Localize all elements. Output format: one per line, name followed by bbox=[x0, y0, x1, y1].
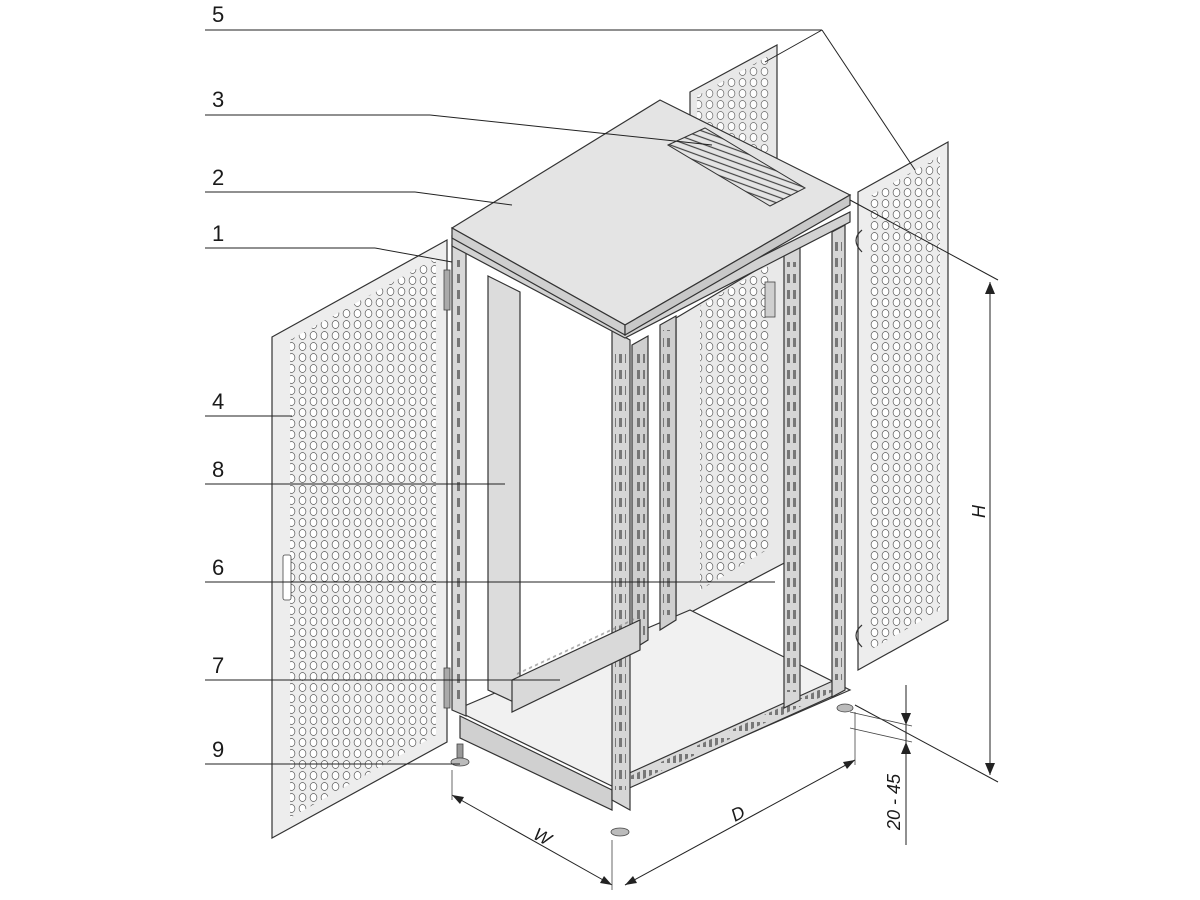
callout-3: 3 bbox=[212, 87, 224, 112]
callout-2: 2 bbox=[212, 165, 224, 190]
callout-8: 8 bbox=[212, 457, 224, 482]
side-panel bbox=[855, 140, 949, 672]
front-door bbox=[271, 238, 451, 840]
roof-plate bbox=[450, 99, 852, 337]
height-label: H bbox=[969, 504, 989, 518]
dimension-lines bbox=[451, 199, 999, 890]
callout-labels: 5 3 2 1 4 8 6 7 9 bbox=[212, 2, 224, 762]
cabinet-frame bbox=[450, 211, 854, 837]
callout-leaders bbox=[205, 29, 916, 765]
width-label: W bbox=[530, 824, 556, 851]
rear-panel bbox=[675, 248, 791, 621]
callout-6: 6 bbox=[212, 555, 224, 580]
callout-4: 4 bbox=[212, 389, 224, 414]
callout-1: 1 bbox=[212, 221, 224, 246]
callout-7: 7 bbox=[212, 653, 224, 678]
foot-adjust-label: 20 - 45 bbox=[884, 773, 904, 831]
callout-5: 5 bbox=[212, 2, 224, 27]
levelling-feet bbox=[450, 703, 854, 837]
callout-9: 9 bbox=[212, 737, 224, 762]
depth-label: D bbox=[727, 802, 748, 826]
